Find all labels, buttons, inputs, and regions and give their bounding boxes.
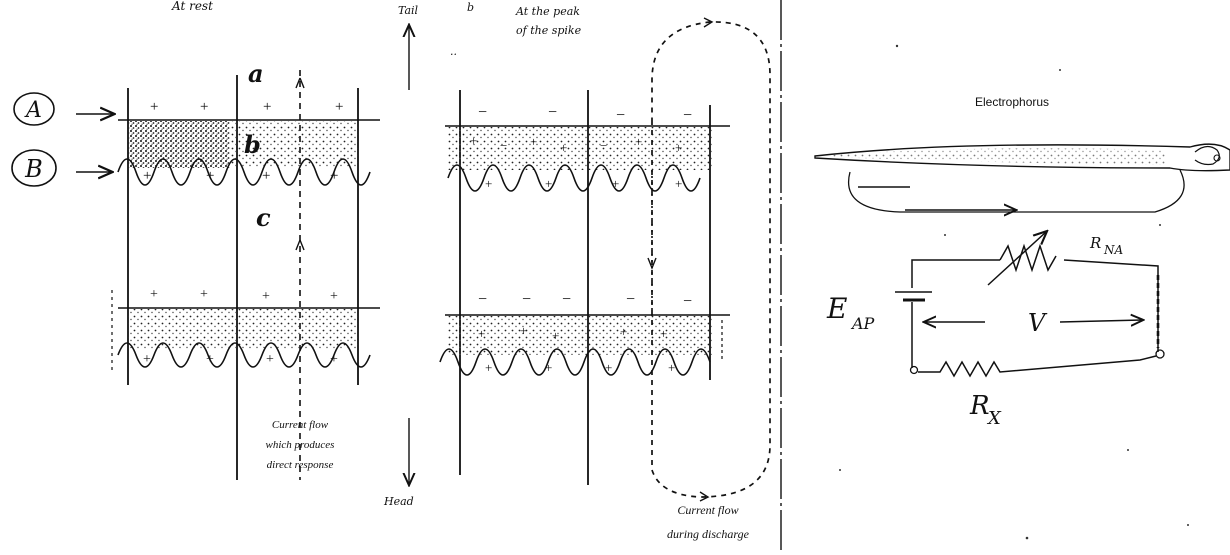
middle-caption: Current flow during discharge	[667, 503, 750, 541]
middle-title-line-1: At the peak	[515, 5, 580, 18]
minus-sign: −	[522, 291, 531, 308]
discharge-current-loop	[652, 22, 770, 497]
tail-label: Tail	[398, 4, 419, 17]
middle-panel-marker: b	[467, 1, 474, 14]
r-top-subscript: NA	[1103, 243, 1124, 257]
minus-sign: −	[562, 291, 571, 308]
label-b: B	[24, 155, 43, 183]
plus-sign: +	[330, 289, 338, 304]
mark-b: b	[244, 130, 261, 159]
plus-sign: +	[668, 360, 675, 375]
circuit-right-wire	[1064, 260, 1158, 352]
label-a: A	[24, 98, 42, 123]
left-caption-line-1: Current flow	[272, 419, 329, 431]
plus-sign: +	[560, 140, 567, 155]
plus-sign: +	[612, 176, 619, 191]
resistor-bottom	[918, 356, 1156, 376]
middle-dots: ..	[450, 45, 457, 58]
minus-sign: −	[616, 107, 625, 124]
emf-subscript: AP	[850, 314, 875, 333]
minus-sign: −	[683, 107, 692, 124]
voltage-arrow-right	[1060, 320, 1142, 322]
plus-sign: +	[206, 168, 214, 184]
plus-sign: +	[520, 323, 527, 338]
plus-sign: +	[485, 360, 492, 375]
middle-panel: b At the peak of the spike .. − − − − − …	[440, 1, 770, 541]
middle-top-stipple	[448, 127, 712, 170]
minus-sign: −	[500, 138, 507, 153]
minus-sign: −	[626, 291, 635, 308]
orientation-axis: Tail Head	[383, 4, 419, 508]
circuit-left-top-wire	[912, 260, 1000, 288]
plus-sign: +	[200, 287, 208, 302]
plus-sign: +	[478, 326, 485, 341]
mark-c: c	[256, 203, 271, 232]
plus-sign: +	[675, 140, 682, 155]
middle-caption-line-2: during discharge	[667, 527, 750, 541]
plus-sign: +	[675, 176, 682, 191]
plus-sign: +	[530, 134, 537, 149]
plus-sign: +	[545, 176, 552, 191]
minus-sign: −	[600, 138, 607, 153]
paper-specks	[839, 45, 1189, 540]
r-bottom-label: R	[969, 391, 990, 421]
left-caption-line-2: which produces	[266, 439, 335, 451]
plus-sign: +	[200, 99, 208, 115]
plus-sign: +	[150, 99, 158, 115]
left-caption-line-3: direct response	[267, 459, 334, 471]
plus-sign: +	[660, 326, 667, 341]
plus-sign: +	[335, 99, 343, 115]
plus-sign: +	[605, 360, 612, 375]
plus-sign: +	[620, 324, 627, 339]
terminal-left	[911, 367, 918, 374]
middle-caption-line-1: Current flow	[677, 503, 738, 517]
left-top-dense-stipple	[128, 121, 230, 168]
plus-sign: +	[635, 134, 642, 149]
left-panel: At rest + + + + + + + + +	[12, 0, 380, 480]
fish-fin-outline	[849, 170, 1185, 212]
left-bottom-stipple	[128, 309, 358, 350]
r-bottom-subscript: X	[986, 408, 1002, 429]
plus-sign: +	[143, 168, 151, 184]
plus-sign: +	[545, 360, 552, 375]
plus-sign: +	[150, 287, 158, 302]
middle-title-line-2: of the spike	[516, 24, 582, 37]
left-caption: Current flow which produces direct respo…	[266, 419, 335, 471]
plus-sign: +	[330, 168, 338, 184]
minus-sign: −	[478, 291, 487, 308]
plus-sign: +	[143, 352, 151, 367]
head-label: Head	[383, 495, 414, 508]
plus-sign: +	[470, 133, 477, 148]
mark-a: a	[248, 59, 264, 88]
plus-sign: +	[330, 352, 338, 367]
plus-sign: +	[552, 328, 559, 343]
terminal-right	[1156, 350, 1164, 358]
minus-sign: −	[478, 104, 487, 121]
right-panel-title: Electrophorus	[975, 95, 1049, 109]
plus-sign: +	[266, 352, 274, 367]
plus-sign: +	[262, 168, 270, 184]
plus-sign: +	[206, 352, 214, 367]
right-panel: Electrophorus V E AP R NA R X	[815, 45, 1230, 540]
minus-sign: −	[548, 104, 557, 121]
r-top-label: R	[1089, 234, 1101, 252]
variable-resistor-arrow	[988, 232, 1046, 285]
voltage-label: V	[1028, 309, 1048, 337]
minus-sign: −	[683, 293, 692, 310]
plus-sign: +	[485, 176, 492, 191]
left-panel-title: At rest	[171, 0, 213, 13]
plus-sign: +	[262, 289, 270, 304]
plus-sign: +	[263, 99, 271, 115]
emf-label: E	[826, 292, 847, 325]
